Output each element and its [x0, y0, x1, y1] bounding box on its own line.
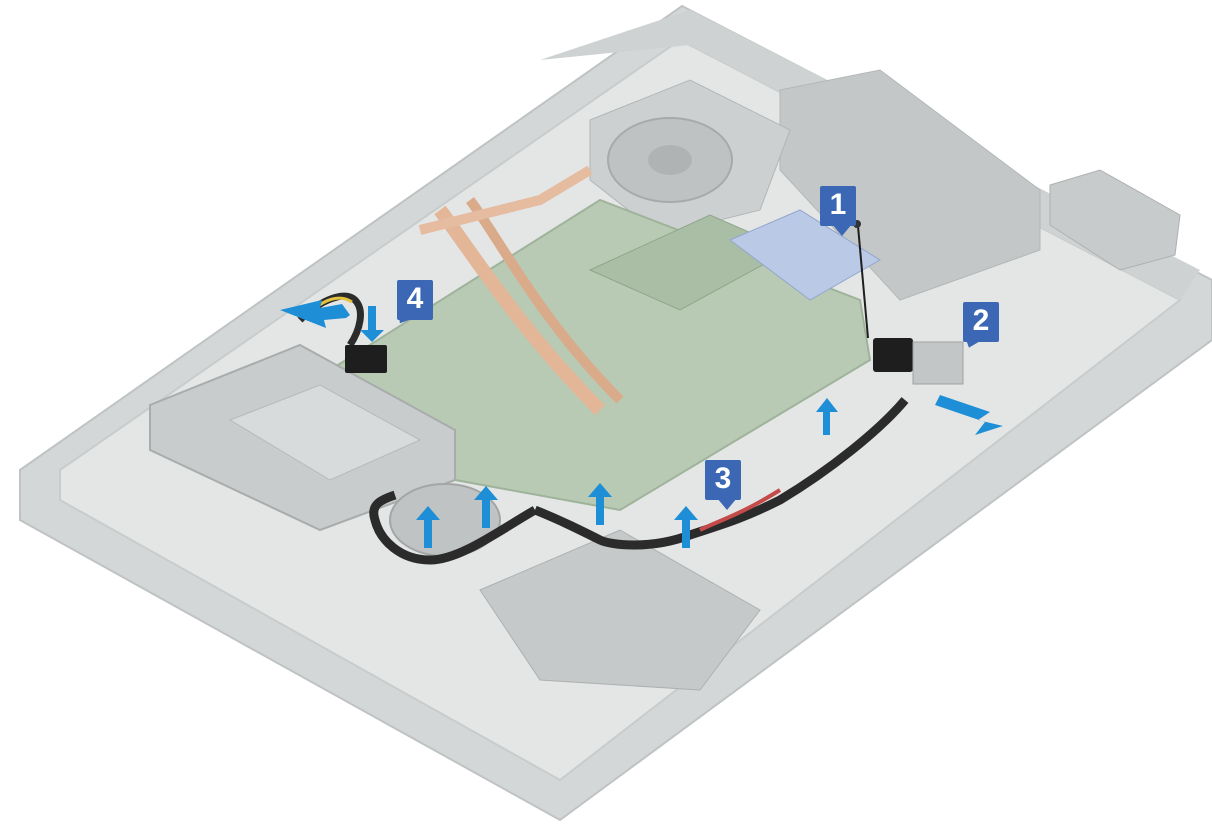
- step-callout-label: 4: [406, 282, 424, 315]
- drive-bracket: [729, 209, 881, 301]
- power-cable: [369, 490, 538, 565]
- step-callout-3: 3: [705, 460, 741, 510]
- arrow-icon: [416, 506, 440, 548]
- step-callout-1: 1: [820, 186, 856, 236]
- arrow-icon: [474, 486, 498, 528]
- power-port-bracket: [912, 341, 964, 385]
- power-port: [873, 338, 913, 372]
- right-io-bracket: [1049, 169, 1181, 271]
- chassis-top-edge: [540, 10, 1200, 300]
- step-callout-label: 3: [714, 462, 732, 495]
- screw-guide-line: [857, 225, 869, 339]
- heat-pipe: [418, 165, 593, 235]
- step-callout-4: 4: [391, 280, 433, 329]
- arrow-icon: [280, 300, 350, 328]
- heat-pipe: [434, 205, 605, 415]
- psu-connector: [345, 345, 387, 373]
- arrow-icon: [674, 506, 698, 548]
- arrow-icon: [360, 306, 384, 342]
- fan-hub: [648, 145, 692, 175]
- arrow-icon: [935, 395, 1003, 435]
- arrow-icon: [588, 483, 612, 525]
- power-cable: [533, 397, 909, 550]
- arrow-icon: [816, 398, 838, 435]
- power-supply-label: [228, 384, 422, 481]
- step-callout-2: 2: [959, 302, 999, 352]
- step-callout-label: 1: [829, 188, 847, 221]
- right-speaker: [779, 69, 1041, 301]
- power-cable-red-wire: [699, 488, 782, 532]
- step-callout-label: 2: [972, 304, 990, 337]
